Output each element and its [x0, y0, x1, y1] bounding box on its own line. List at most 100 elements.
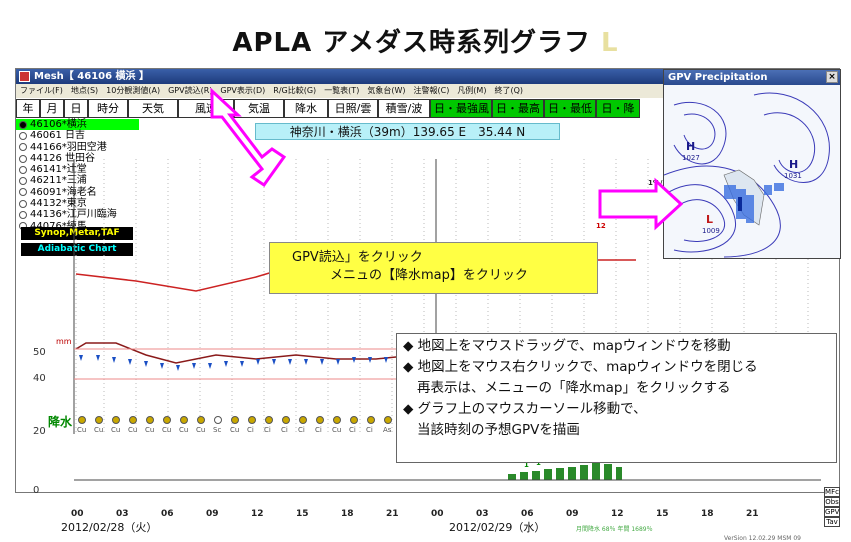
cloud-label: Cu: [128, 426, 137, 434]
radio-icon[interactable]: [19, 188, 27, 197]
menu-item-3[interactable]: GPV読込(R): [168, 86, 213, 95]
graph-mode-button-0[interactable]: MFc: [824, 487, 840, 497]
cloud-marker: [146, 416, 154, 424]
gpv-precipitation-window[interactable]: GPV Precipitation × H: [663, 69, 841, 259]
menu-bar: ファイル(F) 地点(S) 10分観測値(A) GPV読込(R) GPV表示(D) R/G…: [16, 84, 664, 98]
cloud-label: Ci: [281, 426, 288, 434]
cloud-marker: [163, 416, 171, 424]
mm-unit-label: mm: [56, 337, 72, 346]
tab-2[interactable]: 日: [64, 99, 88, 118]
menu-item-2[interactable]: 10分観測値(A): [106, 86, 161, 95]
station-item-6[interactable]: 46091*海老名: [16, 187, 139, 198]
tab-6[interactable]: 気温: [234, 99, 284, 118]
cloud-label: Ci: [366, 426, 373, 434]
gpv-precip-map[interactable]: H 1027 H 1031 L 1009: [663, 85, 840, 258]
tab-8[interactable]: 日照/雲: [328, 99, 378, 118]
menu-item-5[interactable]: R/G比較(G): [273, 86, 317, 95]
hour-tick-label: 06: [521, 509, 534, 519]
cloud-marker: [282, 416, 290, 424]
tab-10[interactable]: 日・最強風: [430, 99, 492, 118]
station-label: 46106*横浜: [30, 119, 87, 130]
hour-tick-label: 09: [566, 509, 579, 519]
graph-mode-button-3[interactable]: Tav: [824, 517, 840, 527]
station-label: 46211*三浦: [30, 175, 87, 187]
arrow-to-gpv-window: [598, 177, 684, 231]
hour-tick-label: 15: [296, 509, 309, 519]
menu-item-8[interactable]: 注警報(C): [413, 86, 450, 95]
cloud-marker: [231, 416, 239, 424]
tab-12[interactable]: 日・最低: [544, 99, 596, 118]
station-label: 44166*羽田空港: [30, 141, 107, 153]
radio-icon[interactable]: [19, 154, 27, 163]
radio-icon[interactable]: [19, 165, 27, 174]
cloud-label: Cu: [230, 426, 239, 434]
radio-icon[interactable]: [19, 131, 27, 140]
cloud-marker: [197, 416, 205, 424]
tab-11[interactable]: 日・最高: [492, 99, 544, 118]
tab-9[interactable]: 積雪/波: [378, 99, 430, 118]
adiabatic-chart-button[interactable]: Adiabatic Chart: [21, 243, 133, 256]
precip-value-label: 1: [524, 461, 529, 469]
high-label-2: H: [789, 158, 798, 171]
hour-tick-label: 21: [746, 509, 759, 519]
cloud-label: Cu: [77, 426, 86, 434]
cloud-marker: [180, 416, 188, 424]
radio-icon[interactable]: [19, 211, 27, 220]
station-item-2[interactable]: 44166*羽田空港: [16, 142, 139, 153]
date-label-2: 2012/02/29（水）: [449, 521, 546, 534]
menu-item-4[interactable]: GPV表示(D): [220, 86, 266, 95]
menu-item-10[interactable]: 終了(Q): [494, 86, 524, 95]
graph-mode-button-1[interactable]: Obs: [824, 497, 840, 507]
radio-icon[interactable]: [19, 120, 27, 129]
tab-4[interactable]: 天気: [128, 99, 178, 118]
hour-tick-label: 06: [161, 509, 174, 519]
cloud-marker: [316, 416, 324, 424]
y-tick-label: 20: [33, 426, 46, 437]
graph-mode-button-2[interactable]: GPV: [824, 507, 840, 517]
hour-tick-label: 03: [476, 509, 489, 519]
radio-icon[interactable]: [19, 199, 27, 208]
radio-icon[interactable]: [19, 143, 27, 152]
y-tick-label: 50: [33, 347, 46, 358]
cloud-label: Cu: [94, 426, 103, 434]
station-item-8[interactable]: 44136*江戸川臨海: [16, 209, 139, 220]
menu-item-6[interactable]: 一覧表(T): [324, 86, 360, 95]
station-item-3[interactable]: 44126 世田谷: [16, 153, 139, 164]
tab-3[interactable]: 時分: [88, 99, 128, 118]
station-item-4[interactable]: 46141*辻堂: [16, 164, 139, 175]
menu-item-7[interactable]: 気象台(W): [367, 86, 406, 95]
hour-tick-label: 18: [341, 509, 354, 519]
menu-item-1[interactable]: 地点(S): [70, 86, 99, 95]
tab-13[interactable]: 日・降: [596, 99, 640, 118]
low-label: L: [706, 213, 713, 226]
wind-arrows: [79, 355, 388, 371]
tab-1[interactable]: 月: [40, 99, 64, 118]
cloud-label: Cu: [332, 426, 341, 434]
station-item-5[interactable]: 46211*三浦: [16, 175, 139, 186]
hour-tick-label: 09: [206, 509, 219, 519]
cloud-label: As: [383, 426, 392, 434]
synop-metar-taf-button[interactable]: Synop,Metar,TAF: [21, 227, 133, 240]
radio-icon[interactable]: [19, 177, 27, 186]
menu-item-0[interactable]: ファイル(F): [20, 86, 63, 95]
hour-tick-label: 00: [431, 509, 444, 519]
window-titlebar[interactable]: Mesh【 46106 横浜 】: [16, 69, 664, 84]
menu-item-9[interactable]: 凡例(M): [457, 86, 487, 95]
station-label: 44076*練馬: [30, 221, 87, 232]
y-tick-label: 40: [33, 373, 46, 384]
close-icon[interactable]: ×: [826, 71, 838, 83]
station-item-1[interactable]: 46061 日吉: [16, 130, 139, 141]
station-item-7[interactable]: 44132*東京: [16, 198, 139, 209]
callout-gpv-instruction: GPV読込」をクリック メニュの【降水map】をクリック: [269, 242, 598, 294]
station-label: 46061 日吉: [30, 130, 85, 142]
gpv-window-titlebar[interactable]: GPV Precipitation ×: [664, 70, 840, 85]
arrow-to-gpv-menu: [210, 87, 287, 188]
wind-speed-line: [75, 342, 417, 364]
cloud-marker: [299, 416, 307, 424]
cloud-marker: [78, 416, 86, 424]
tab-0[interactable]: 年: [16, 99, 40, 118]
station-item-0[interactable]: 46106*横浜: [16, 119, 139, 131]
tab-7[interactable]: 降水: [284, 99, 328, 118]
cloud-label: Ci: [315, 426, 322, 434]
